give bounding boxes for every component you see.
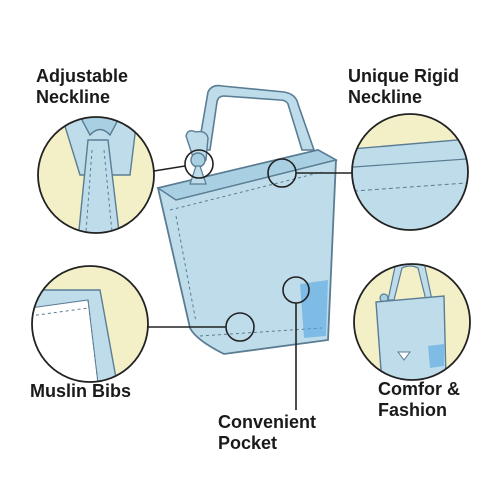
label-muslin-line1: Muslin Bibs	[30, 381, 132, 401]
label-unique-line1: Unique Rigid	[348, 66, 459, 86]
label-pocket-line1: Convenient	[218, 412, 317, 432]
label-pocket-line2: Pocket	[218, 432, 278, 453]
label-unique-rigid-neckline: Unique Rigid Neckline	[348, 66, 459, 107]
label-comfort-line2: Fashion	[378, 399, 448, 420]
callout-rigid-neckline	[351, 113, 469, 231]
callout-muslin-bibs	[31, 265, 149, 383]
label-adjustable-line1: Adjustable	[36, 66, 129, 86]
label-adjustable-neckline: Adjustable Neckline	[36, 66, 128, 107]
connector-lines	[148, 165, 352, 410]
nursing-cover-illustration	[156, 84, 339, 355]
callout-adjustable-neckline	[37, 116, 155, 234]
marker-neckline	[184, 149, 214, 179]
label-unique-line2: Neckline	[348, 86, 423, 107]
neck-strap	[197, 84, 316, 151]
label-comfort-line1: Comfor &	[378, 379, 460, 399]
callout-comfort-fashion	[353, 263, 471, 381]
label-convenient-pocket: Convenient Pocket	[218, 412, 316, 453]
pocket-shape	[300, 280, 328, 338]
label-adjustable-line2: Neckline	[36, 86, 111, 107]
label-muslin-bibs: Muslin Bibs	[30, 381, 131, 402]
label-comfort-fashion: Comfor & Fashion	[378, 379, 460, 420]
buckle	[185, 129, 209, 185]
